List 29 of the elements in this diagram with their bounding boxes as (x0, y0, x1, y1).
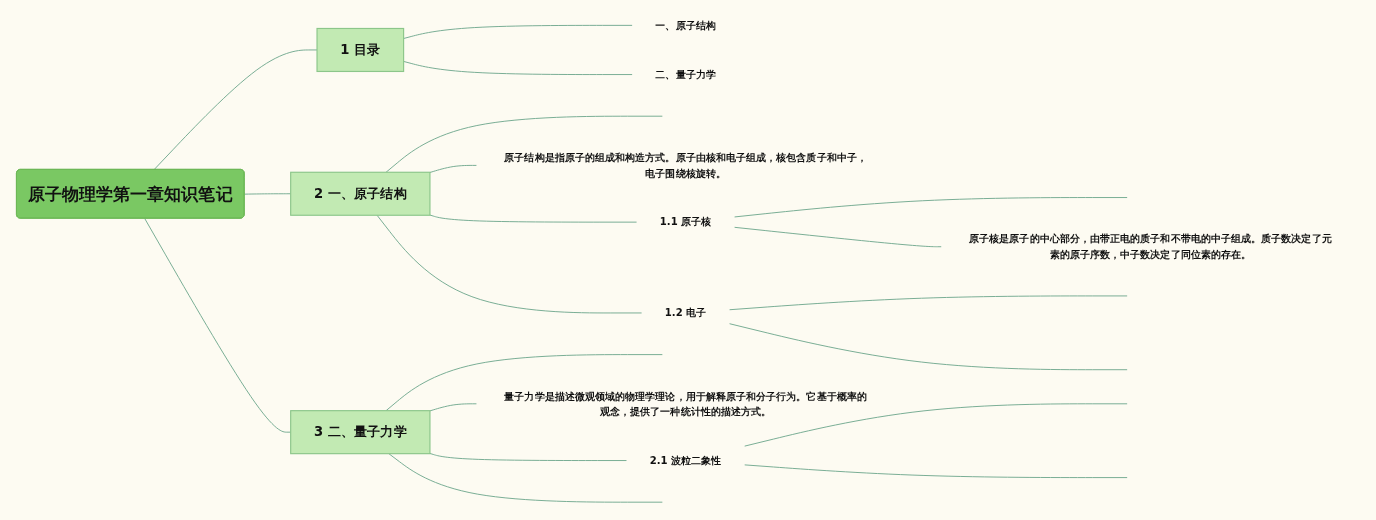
central-topic-box: 原子物理学第一章知识笔记 (16, 168, 245, 219)
connector-line (729, 295, 1128, 311)
connector-line (376, 214, 643, 314)
connector-line (403, 60, 633, 76)
connector-line (744, 403, 1128, 447)
connector-line (729, 323, 1128, 371)
topic-box: 3 二、量子力学 (290, 410, 431, 455)
connector-line (429, 164, 477, 173)
connector-line (429, 214, 638, 223)
connector-line (429, 452, 627, 461)
topic-text: 原子结构是指原子的组成和构造方式。原子由核和电子组成，核包含质子和中子，电子围绕核旋转。 (504, 151, 867, 179)
connector-line (734, 226, 942, 248)
topic-text: 量子力学是描述微观领域的物理学理论，用于解释原子和分子行为。它基于概率的观念，提供了一种统计性的描述方式。 (504, 390, 867, 417)
topic-text: 原子核是原子的中心部分，由带正电的质子和不带电的中子组成。质子数决定了元素的原子序数，中子数决定了同位素的存在。 (969, 233, 1332, 260)
connector-line (388, 453, 663, 503)
topic-text: 1.1 原子核 (659, 216, 712, 228)
connector-line (403, 24, 633, 39)
topic-text: 二、量子力学 (655, 68, 716, 81)
topic-text: 1.2 电子 (664, 306, 707, 319)
connector-line (385, 115, 663, 173)
connector-line (734, 197, 1128, 218)
connector-line (385, 354, 663, 412)
topic-box: 2 一、原子结构 (290, 171, 431, 216)
connector-line (429, 403, 477, 412)
connector-line (744, 464, 1128, 479)
topic-text: 2.1 波粒二象性 (649, 454, 722, 467)
topic-text: 一、原子结构 (655, 19, 716, 31)
topic-box: 1 目录 (316, 27, 405, 73)
connector-line (153, 49, 318, 171)
